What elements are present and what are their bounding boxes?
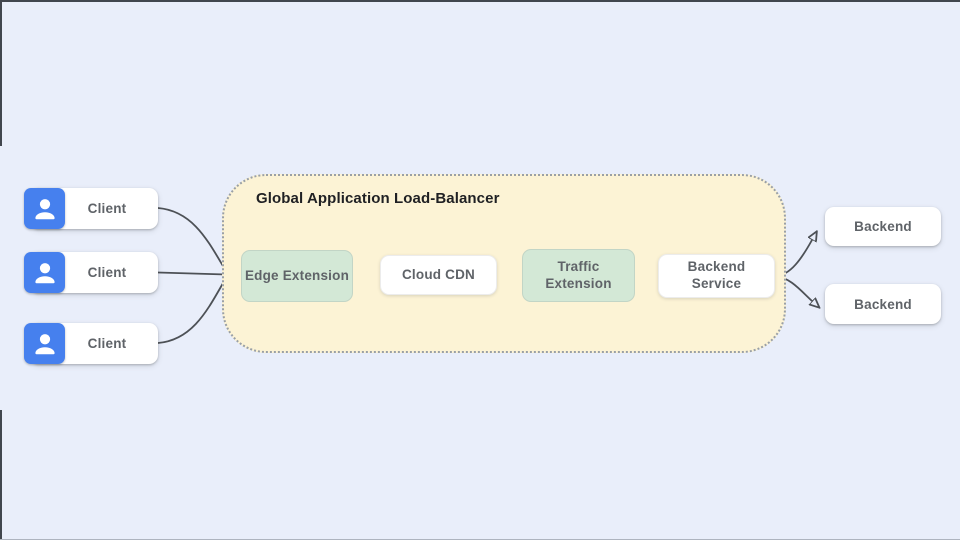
node-backend-service: Backend Service bbox=[658, 254, 775, 298]
person-icon bbox=[24, 252, 65, 293]
load-balancer-title: Global Application Load-Balancer bbox=[256, 190, 500, 207]
arrow-client2-to-lb bbox=[157, 271, 227, 276]
frame-edge-left-upper bbox=[0, 2, 2, 146]
client-label: Client bbox=[87, 201, 127, 216]
person-icon bbox=[24, 323, 65, 364]
node-traffic-extension: Traffic Extension bbox=[522, 249, 635, 302]
client-label: Client bbox=[87, 265, 127, 280]
backend-card-2: Backend bbox=[825, 284, 941, 324]
node-edge-extension: Edge Extension bbox=[241, 250, 353, 302]
node-cloud-cdn: Cloud CDN bbox=[380, 255, 497, 295]
frame-edge-top bbox=[0, 0, 960, 2]
arrow-client3-to-lb bbox=[157, 277, 227, 344]
person-icon bbox=[24, 188, 65, 229]
frame-edge-left-lower bbox=[0, 410, 2, 539]
client-label: Client bbox=[87, 336, 127, 351]
backend-card-1: Backend bbox=[825, 207, 941, 246]
arrow-client1-to-lb bbox=[157, 207, 227, 272]
